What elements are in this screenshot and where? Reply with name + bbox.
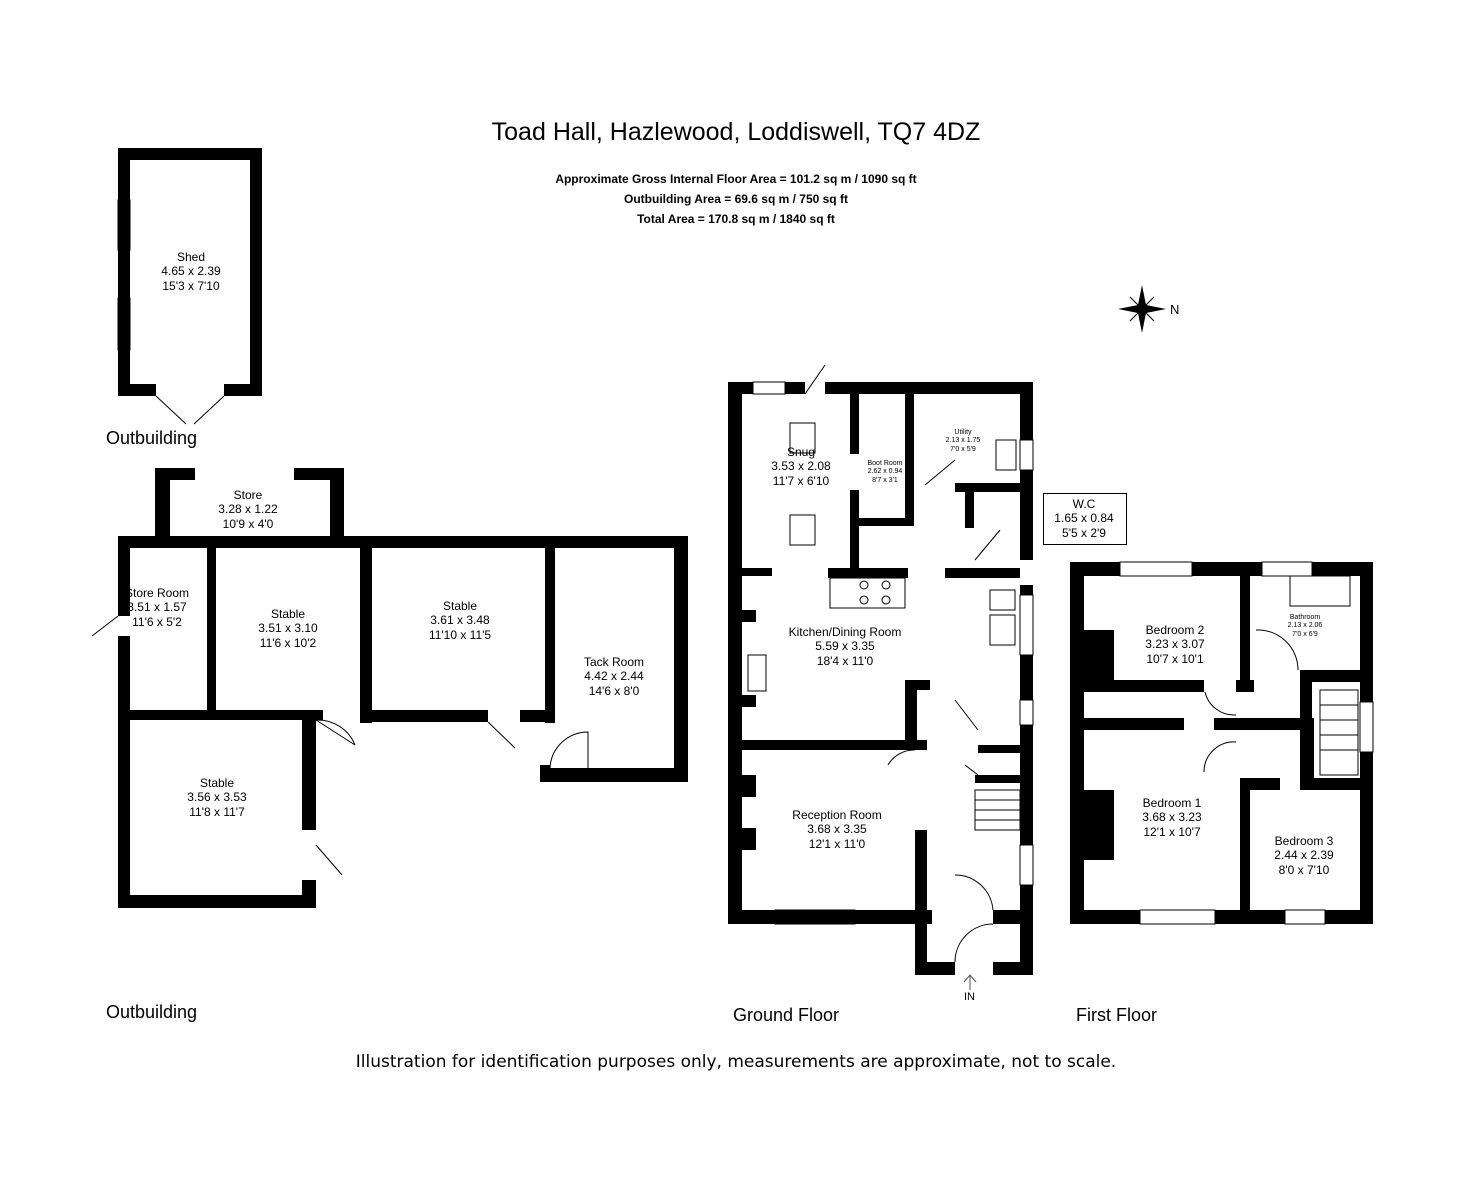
ground-floor-label: Ground Floor [733, 1005, 840, 1025]
compass-icon [1118, 285, 1166, 333]
total-area: Total Area = 170.8 sq m / 1840 sq ft [637, 212, 835, 226]
doors-windows [91, 199, 1374, 963]
first-floor-label: First Floor [1076, 1005, 1157, 1025]
entrance-arrow-icon [963, 974, 977, 990]
north-label: N [1170, 302, 1180, 317]
outbuilding-shed-label: Outbuilding [106, 428, 198, 448]
walls [118, 148, 1373, 975]
wc-label-box [1043, 493, 1127, 545]
page-title: Toad Hall, Hazlewood, Loddiswell, TQ7 4D… [491, 118, 981, 146]
entrance-label: IN [964, 991, 975, 1003]
outbuilding-stables-label: Outbuilding [106, 1002, 198, 1022]
disclaimer: Illustration for identification purposes… [355, 1052, 1117, 1072]
outbuilding-area: Outbuilding Area = 69.6 sq m / 750 sq ft [624, 192, 848, 206]
gross-area: Approximate Gross Internal Floor Area = … [555, 172, 917, 186]
